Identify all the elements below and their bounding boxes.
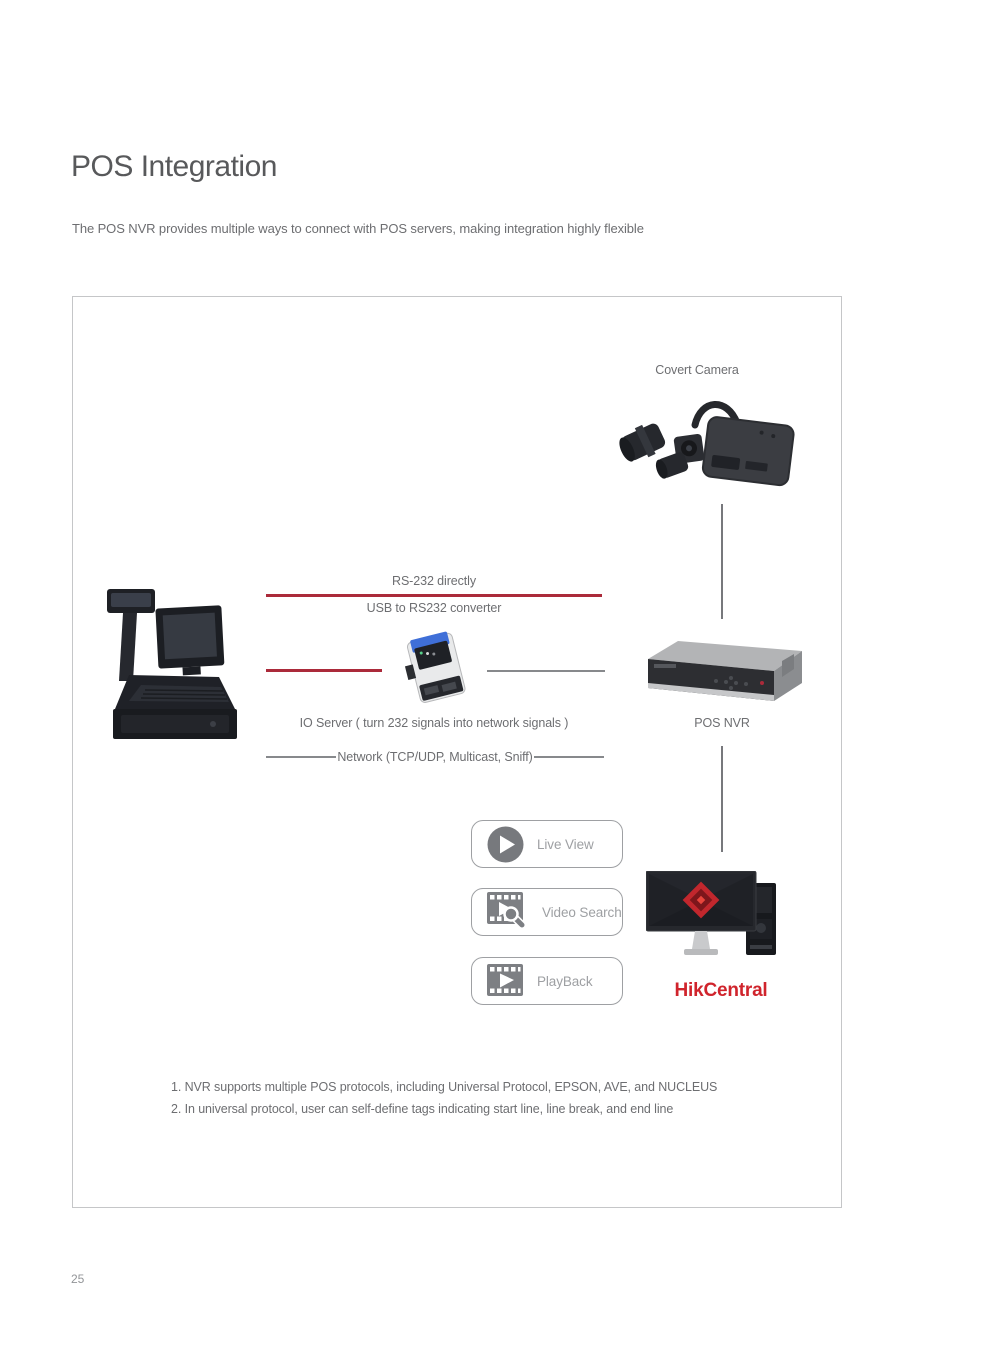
note-2: 2. In universal protocol, user can self-… [171, 1102, 674, 1116]
usb-converter-label: USB to RS232 converter [366, 601, 502, 615]
rs232-label: RS-232 directly [392, 574, 476, 588]
live-view-label: Live View [537, 836, 594, 852]
hikcentral-workstation-image [646, 871, 776, 955]
io-server-right-line [487, 670, 605, 672]
network-left-line [266, 756, 337, 758]
diagram-notes: 1. NVR supports multiple POS protocols, … [171, 1076, 791, 1120]
playback-label: PlayBack [537, 973, 593, 989]
pos-terminal-image [107, 589, 237, 739]
video-search-label: Video Search [542, 904, 622, 920]
network-label: Network (TCP/UDP, Multicast, Sniff) [337, 750, 533, 764]
network-connection: Network (TCP/UDP, Multicast, Sniff) [266, 748, 605, 766]
io-server-label: IO Server ( turn 232 signals into networ… [299, 716, 569, 730]
playback-button[interactable]: PlayBack [471, 957, 623, 1005]
nvr-to-hikcentral-connector [721, 746, 723, 852]
io-server-left-line [266, 669, 382, 672]
pos-integration-diagram: Covert Camera [72, 296, 842, 1208]
pos-nvr-label: POS NVR [694, 716, 750, 730]
io-server-image [404, 631, 466, 703]
pos-nvr-image [648, 641, 802, 701]
rs232-line [266, 594, 602, 597]
covert-camera-label: Covert Camera [655, 363, 739, 377]
film-search-icon [487, 892, 529, 932]
page-subtitle: The POS NVR provides multiple ways to co… [72, 221, 644, 236]
page-title: POS Integration [71, 150, 277, 183]
network-right-line [533, 756, 605, 758]
hikcentral-label: HikCentral [674, 980, 768, 1001]
page-number: 25 [71, 1272, 85, 1286]
play-circle-icon [487, 826, 524, 863]
video-search-button[interactable]: Video Search [471, 888, 623, 936]
live-view-button[interactable]: Live View [471, 820, 623, 868]
covert-camera-image [619, 401, 795, 487]
film-play-icon [487, 964, 524, 998]
note-1: 1. NVR supports multiple POS protocols, … [171, 1080, 718, 1094]
camera-to-nvr-connector [721, 504, 723, 619]
